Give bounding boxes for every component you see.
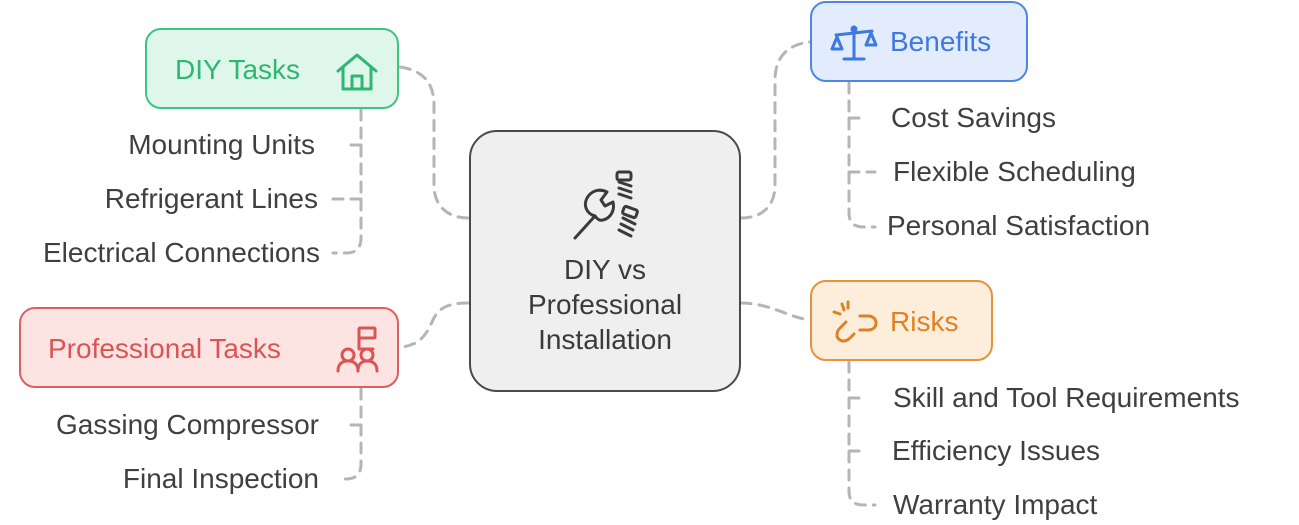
link-center-benefits [739,40,812,220]
diy-item-2: Refrigerant Lines [104,183,318,214]
link-center-risks [739,301,812,322]
center-title-line1: DIY vs [564,254,646,285]
diy-item-1: Mounting Units [128,129,315,160]
risks-item-2: Efficiency Issues [892,435,1101,466]
center-node: DIY vs Professional Installation [469,130,741,392]
benefits-title: Benefits [890,26,992,57]
diy-item-3: Electrical Connections [42,237,320,268]
center-title-line2: Professional [527,289,683,320]
house-icon [336,53,378,91]
benefits-item-3: Personal Satisfaction [887,210,1151,241]
risks-item-1: Skill and Tool Requirements [893,382,1240,413]
technician-icon [336,326,379,373]
link-pro-items [341,387,363,481]
risks-node: Risks [810,280,993,361]
link-benefits-items [847,81,877,229]
risks-title: Risks [890,306,959,337]
risks-item-3: Warranty Impact [893,489,1098,520]
wrench-bolts-icon [573,170,639,240]
diy-tasks-title: DIY Tasks [175,54,301,85]
scale-icon [830,25,878,61]
center-title: DIY vs Professional Installation [471,252,739,357]
diy-tasks-node: DIY Tasks [145,28,399,109]
benefits-item-1: Cost Savings [891,102,1056,133]
center-title-line3: Installation [538,324,672,355]
link-center-diy [398,65,470,220]
pro-item-2: Final Inspection [122,463,319,494]
professional-tasks-node: Professional Tasks [19,307,399,388]
link-risks-items [847,360,877,507]
benefits-node: Benefits [810,1,1028,82]
broken-link-icon [832,300,878,343]
benefits-item-2: Flexible Scheduling [893,156,1136,187]
pro-item-1: Gassing Compressor [56,409,319,440]
link-center-pro [398,301,470,349]
link-diy-items [331,108,363,255]
professional-tasks-title: Professional Tasks [48,333,281,364]
